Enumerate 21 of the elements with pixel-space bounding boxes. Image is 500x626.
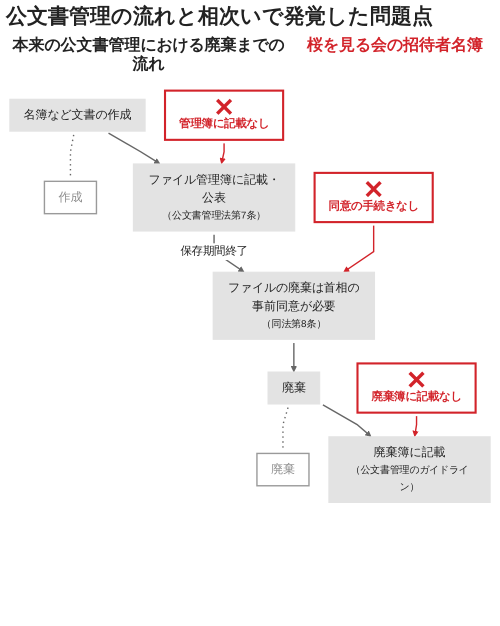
stage-box: 作成 (44, 180, 98, 214)
arrow (322, 404, 372, 436)
arrow (108, 132, 160, 164)
process-box: 廃棄簿に記載 （公文書管理のガイドライン） (328, 436, 491, 503)
callout-box: 同意の手続きなし (314, 171, 434, 223)
callout-box: 廃棄簿に記載なし (356, 362, 477, 414)
arrow (290, 342, 297, 372)
process-box: 廃棄 (267, 371, 320, 404)
pointer-arrow (412, 416, 419, 436)
column-heading: 本来の公文書管理における廃棄までの流れ (11, 36, 286, 75)
dotted-line (70, 134, 74, 178)
dotted-line (282, 407, 289, 450)
process-box: ファイルの廃棄は首相の事前同意が必要 （同法第8条） (212, 271, 376, 340)
pointer-arrow (343, 225, 374, 272)
column-heading: 桜を見る会の招待者名簿 (306, 36, 484, 56)
title: 公文書管理の流れと相次いで発覚した問題点 (4, 4, 434, 30)
callout-box: 管理簿に記載なし (164, 89, 284, 141)
process-box: ファイル管理簿に記載・公表 （公文書管理法第7条） (132, 163, 296, 232)
stage-box: 廃棄 (256, 452, 310, 486)
pointer-arrow (220, 142, 226, 164)
process-box: 名簿など文書の作成 (9, 98, 146, 132)
